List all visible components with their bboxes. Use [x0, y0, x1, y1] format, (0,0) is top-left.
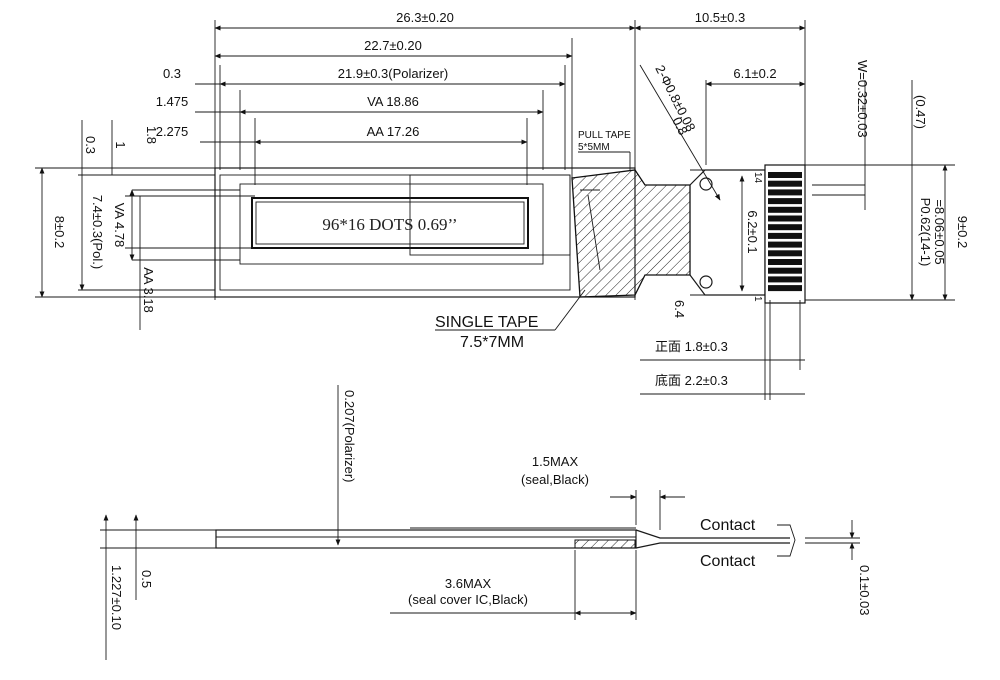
pitch-total-label: =8.06±0.05 [932, 199, 947, 264]
contact-pad [768, 224, 802, 231]
fpc-64-label: 6.4 [672, 300, 687, 318]
contact-pad [768, 276, 802, 283]
va-height-label: VA 4.78 [112, 203, 127, 248]
side-18-label: 1.8 [144, 126, 159, 144]
alignment-hole-bottom [699, 275, 713, 289]
polarizer-thickness-label: 0.207(Polarizer) [342, 390, 357, 483]
polarizer-width-label: 21.9±0.3(Polarizer) [338, 66, 448, 81]
height-74-label: 7.4±0.3(Pol.) [90, 195, 105, 269]
contact-pad [768, 189, 802, 196]
side-1-label: 1 [113, 141, 128, 148]
alignment-hole-top [699, 177, 713, 191]
va-outline [239, 183, 544, 265]
single-tape-size: 7.5*7MM [460, 334, 524, 351]
contact-pad [768, 250, 802, 257]
fpc-thickness-label: 0.1±0.03 [857, 565, 872, 616]
fpc-length-label: 10.5±0.3 [695, 10, 746, 25]
ic-seal-hatch [571, 169, 691, 298]
margin-03-label: 0.3 [163, 66, 181, 81]
single-tape-label: SINGLE TAPE [435, 314, 538, 331]
contact-bottom-label: Contact [700, 553, 756, 570]
seal-black-label: (seal,Black) [521, 472, 589, 487]
seal-cover-label: (seal cover IC,Black) [408, 592, 528, 607]
w-pitch-label: W=0.32±0.03 [855, 60, 870, 138]
margin-1475-label: 1.475 [156, 94, 189, 109]
seal-max-label: 1.5MAX [532, 454, 579, 469]
dim-047-label: (0.47) [913, 95, 928, 129]
front-label: 正面 1.8±0.3 [655, 339, 728, 354]
side-view: 0.207(Polarizer) 0.5 1.227±0.10 1.5MAX (… [100, 385, 872, 660]
fpc-tab-label: 6.1±0.2 [733, 66, 776, 81]
aa-height-label: AA 3.18 [141, 267, 156, 313]
contact-pad [768, 285, 802, 292]
pull-tape-size: 5*5MM [578, 142, 610, 153]
thickness-05-label: 0.5 [139, 570, 154, 588]
top-view: 26.3±0.20 10.5±0.3 22.7±0.20 21.9±0.3(Po… [35, 10, 970, 400]
pitch-label: P0.62(14-1) [918, 198, 933, 267]
contact-pad [768, 215, 802, 222]
hole-08-label: 0.8 [669, 115, 691, 138]
seal-cover-max-label: 3.6MAX [445, 576, 492, 591]
contact-pad [768, 259, 802, 265]
contact-pad [768, 267, 802, 274]
bottom-label: 底面 2.2±0.3 [655, 373, 728, 388]
va-width-label: VA 18.86 [367, 94, 419, 109]
glass-stack [215, 529, 637, 549]
glass-width-label: 22.7±0.20 [364, 38, 422, 53]
contact-pad [768, 180, 802, 187]
margin-2275-label: 2.275 [156, 124, 189, 139]
contact-top-label: Contact [700, 517, 756, 534]
thickness-total-label: 1.227±0.10 [109, 565, 124, 630]
height-8-label: 8±0.2 [52, 216, 67, 248]
aa-width-label: AA 17.26 [367, 124, 420, 139]
contact-pad [768, 206, 802, 213]
side-03-label: 0.3 [83, 136, 98, 154]
pull-tape-label: PULL TAPE [578, 130, 631, 141]
overall-width-label: 26.3±0.20 [396, 10, 454, 25]
fpc-62-label: 6.2±0.1 [745, 210, 760, 253]
pin-14-label: 14 [752, 172, 763, 184]
dim-9-label: 9±0.2 [955, 216, 970, 248]
contact-pad [768, 172, 802, 178]
contact-pad [768, 241, 802, 248]
aa-outline [251, 197, 529, 249]
contact-pads [768, 172, 802, 292]
contact-pad [768, 198, 802, 205]
contact-pad [768, 232, 802, 239]
pin-1-label: 1 [752, 296, 763, 302]
display-text: 96*16 DOTS 0.69’’ [322, 215, 457, 234]
